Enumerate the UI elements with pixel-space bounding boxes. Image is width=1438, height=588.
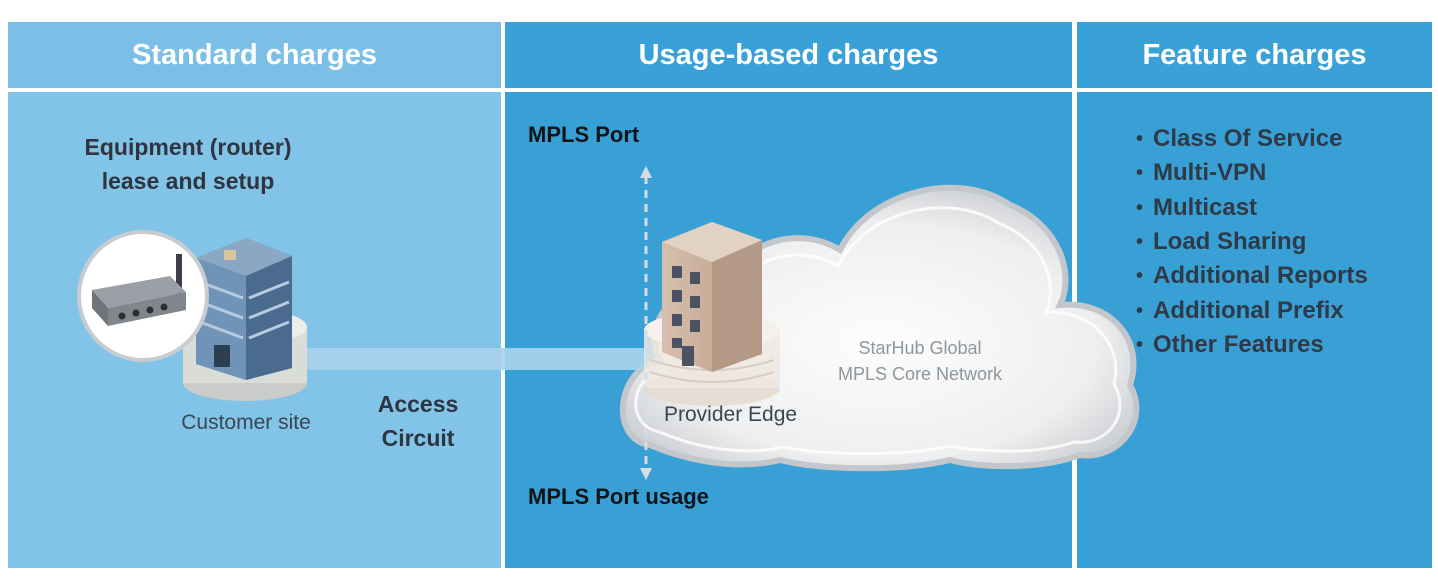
- access-circuit-label: Access Circuit: [358, 387, 478, 455]
- customer-site-label: Customer site: [181, 411, 311, 434]
- header-divider: [8, 88, 501, 92]
- provider-building-icon: [662, 222, 762, 372]
- equipment-label-line1: Equipment (router): [84, 134, 292, 160]
- mpls-port-usage-label: MPLS Port usage: [528, 484, 709, 509]
- feature-charges-title: Feature charges: [1077, 22, 1432, 88]
- feature-charges-panel: Feature charges: [1077, 22, 1432, 568]
- router-icon: [77, 230, 209, 362]
- bullet-icon: •: [1136, 299, 1144, 322]
- feature-item: •Multi-VPN: [1136, 159, 1267, 187]
- feature-list: •Class Of Service •Multi-VPN •Multicast …: [1136, 122, 1368, 362]
- bullet-icon: •: [1136, 333, 1144, 356]
- feature-item: •Class Of Service: [1136, 125, 1343, 153]
- header-divider: [505, 88, 1072, 92]
- equipment-label-line2: lease and setup: [101, 168, 275, 194]
- access-circuit-band: [300, 348, 645, 370]
- feature-item: •Other Features: [1136, 330, 1324, 358]
- bullet-icon: •: [1136, 265, 1144, 288]
- header-divider: [1077, 88, 1432, 92]
- cloud-label-line2: MPLS Core Network: [837, 364, 1003, 384]
- provider-edge-label: Provider Edge: [664, 403, 798, 426]
- mpls-port-arrow-icon: [640, 166, 652, 480]
- bullet-icon: •: [1136, 128, 1144, 151]
- feature-item: •Multicast: [1136, 193, 1258, 221]
- feature-item: •Load Sharing: [1136, 228, 1307, 256]
- equipment-label: Equipment (router) lease and setup: [40, 130, 336, 198]
- access-circuit-line2: Circuit: [381, 425, 455, 451]
- bullet-icon: •: [1136, 196, 1144, 219]
- access-circuit-line1: Access: [377, 391, 459, 417]
- feature-item: •Additional Prefix: [1136, 296, 1344, 324]
- standard-charges-title: Standard charges: [8, 22, 501, 88]
- mpls-port-label: MPLS Port: [528, 122, 640, 147]
- bullet-icon: •: [1136, 231, 1144, 254]
- feature-item: •Additional Reports: [1136, 262, 1368, 290]
- bullet-icon: •: [1136, 162, 1144, 185]
- usage-charges-title: Usage-based charges: [505, 22, 1072, 88]
- customer-building-icon: [196, 238, 292, 380]
- cloud-label-line1: StarHub Global: [858, 338, 982, 358]
- cloud-label: StarHub Global MPLS Core Network: [830, 335, 1010, 387]
